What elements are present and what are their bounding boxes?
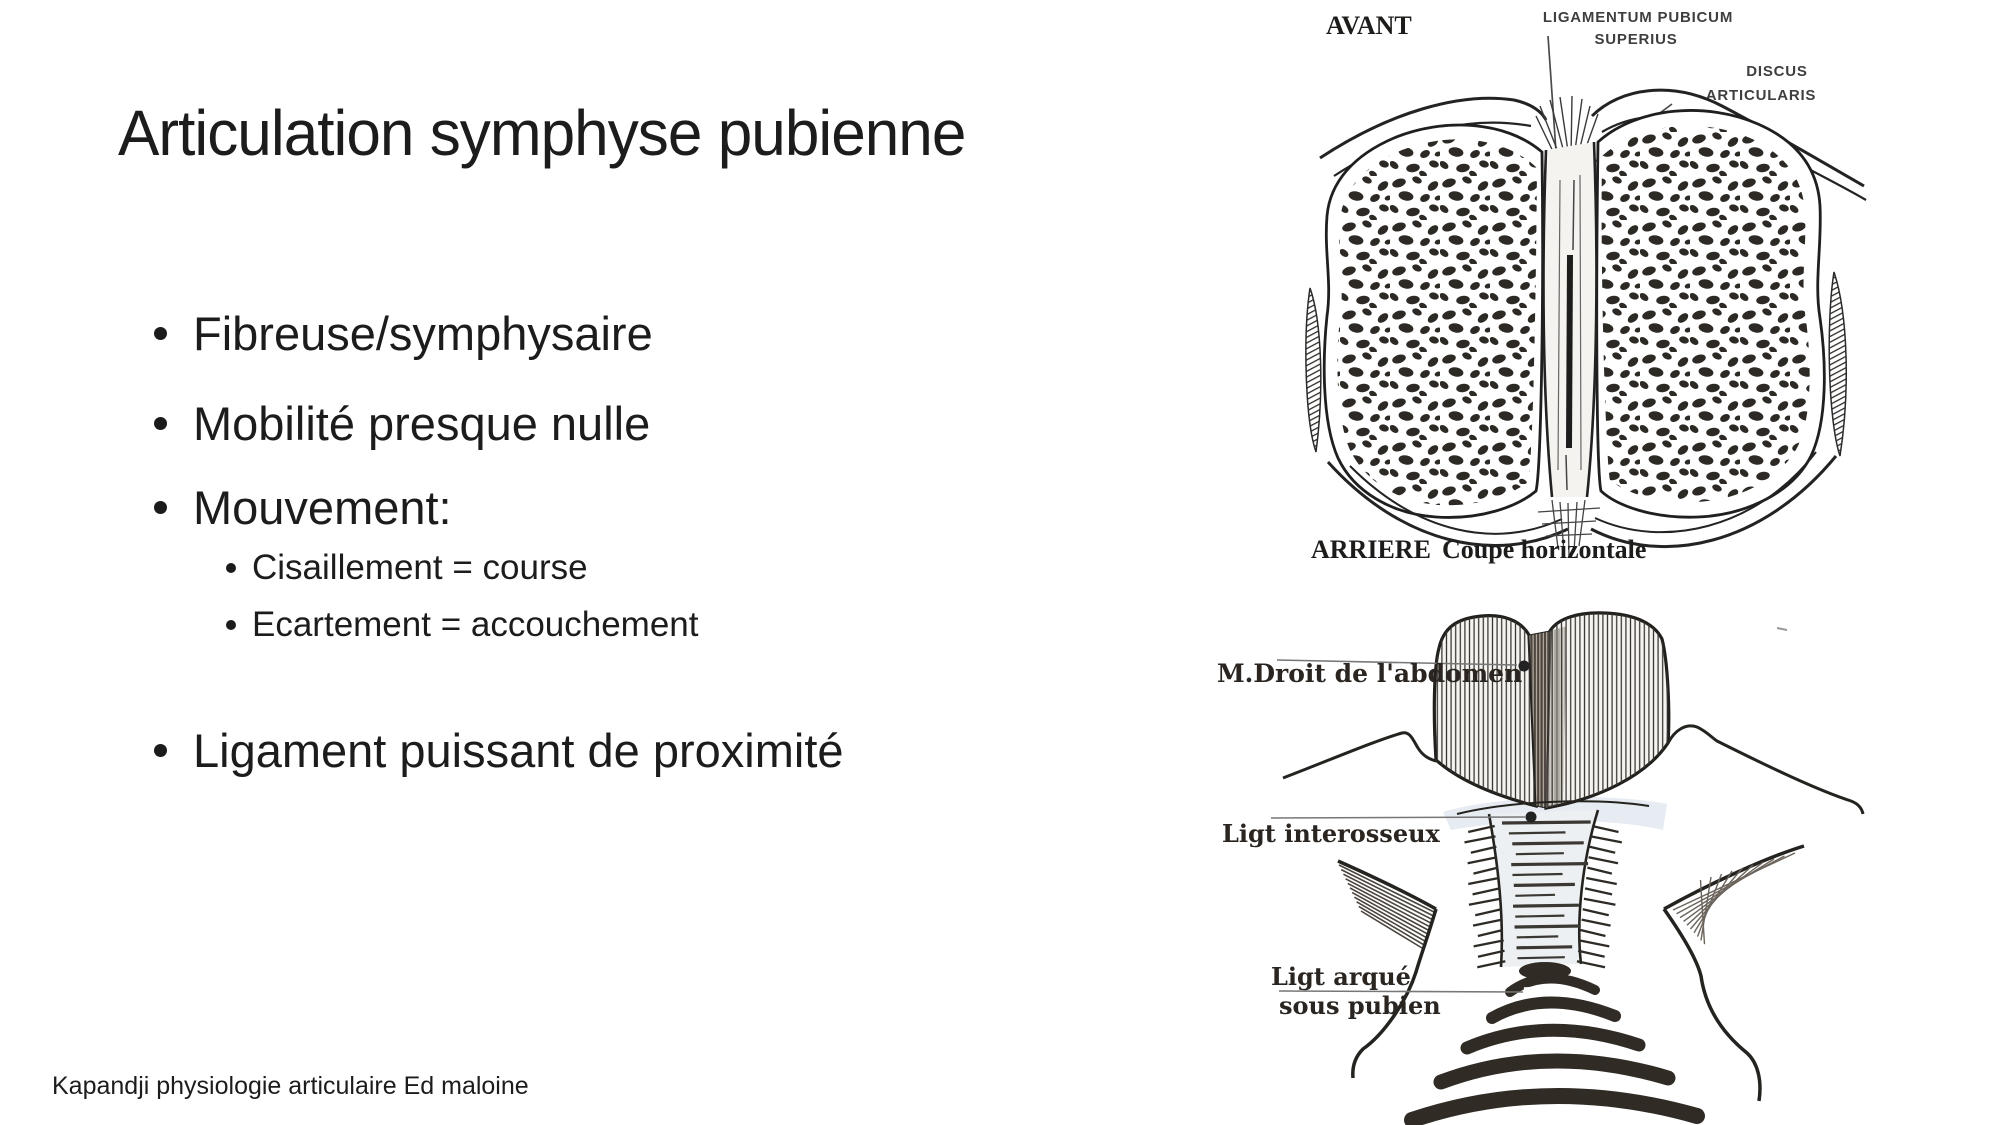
- left-edge-crescent: [1305, 287, 1322, 453]
- sub-bullet-item: Cisaillement = course: [226, 547, 588, 589]
- rectus-abdominis-muscles: [1432, 611, 1671, 810]
- label-discus-line2: ARTICULARIS: [1706, 87, 1816, 104]
- caption-arriere: ARRIERE: [1311, 535, 1431, 564]
- bullet-dot: [226, 620, 236, 630]
- bullet-item: Ligament puissant de proximité: [154, 722, 844, 778]
- left-bone-trabecular-texture: [1337, 139, 1537, 506]
- sub-bullet-text: Cisaillement = course: [252, 548, 588, 587]
- left-ramus-wing: [1337, 859, 1438, 1079]
- label-ligament-interosseux: Ligt interosseux: [1222, 819, 1441, 848]
- label-rectus-abdominis: M.Droit de l'abdomen: [1217, 659, 1522, 688]
- right-bone-trabecular-texture: [1601, 125, 1810, 503]
- leader-line-interosseux: [1270, 816, 1526, 819]
- bullet-text: Mobilité presque nulle: [193, 396, 651, 450]
- bullet-text: Fibreuse/symphysaire: [193, 306, 653, 360]
- bullet-dot: [226, 563, 236, 573]
- disc-cleft: [1557, 174, 1582, 491]
- sub-bullet-item: Ecartement = accouchement: [226, 604, 699, 646]
- arcuate-ligament-bands: [1404, 962, 1705, 1125]
- sub-bullet-text: Ecartement = accouchement: [252, 605, 699, 644]
- label-discus-line1: DISCUS: [1746, 63, 1807, 80]
- right-edge-crescent: [1828, 271, 1847, 457]
- inferior-ligament-arcs: [1326, 451, 1838, 549]
- bullet-dot: [154, 416, 167, 430]
- leader-line-arque: [1278, 990, 1524, 993]
- bullet-dot: [154, 743, 167, 757]
- bullet-item: Mobilité presque nulle: [154, 395, 650, 451]
- figure-symphysis-horizontal-section: AVANT LIGAMENTUM PUBICUM SUPERIUS DISCUS…: [1305, 9, 1867, 564]
- disc-edges: [1542, 141, 1598, 498]
- bullet-item: Fibreuse/symphysaire: [154, 305, 653, 361]
- label-ligamentum-pubicum-line1: LIGAMENTUM PUBICUM: [1543, 9, 1733, 26]
- label-ligament-arque-line2: sous pubien: [1279, 991, 1441, 1020]
- label-avant: AVANT: [1326, 11, 1412, 40]
- caption-coupe-horizontale: Coupe horizontale: [1442, 535, 1646, 564]
- interosseous-fibre-rungs: [1464, 820, 1623, 969]
- leader-dot-interosseux: [1525, 811, 1537, 823]
- leader-line-rectus: [1276, 659, 1518, 666]
- bullet-dot: [154, 326, 167, 340]
- bullet-item: Mouvement:: [154, 479, 452, 535]
- pelvic-contours: [1282, 627, 1865, 815]
- figure-symphysis-ligaments-anterior: M.Droit de l'abdomen Ligt interosseux Li…: [1217, 611, 1865, 1125]
- bullet-text: Ligament puissant de proximité: [193, 723, 844, 777]
- label-ligament-arque-line1: Ligt arqué: [1271, 962, 1411, 991]
- source-citation: Kapandji physiologie articulaire Ed malo…: [52, 1072, 529, 1100]
- leader-dot-rectus: [1518, 660, 1530, 672]
- bullet-dot: [154, 500, 167, 514]
- bullet-text: Mouvement:: [193, 480, 452, 534]
- arcuate-leader-marker: [1523, 986, 1538, 997]
- right-ramus-wing: [1662, 844, 1805, 1102]
- label-ligamentum-pubicum-line2: SUPERIUS: [1594, 31, 1677, 48]
- inferior-fibres: [1537, 499, 1601, 557]
- page-title: Articulation symphyse pubienne: [118, 97, 966, 169]
